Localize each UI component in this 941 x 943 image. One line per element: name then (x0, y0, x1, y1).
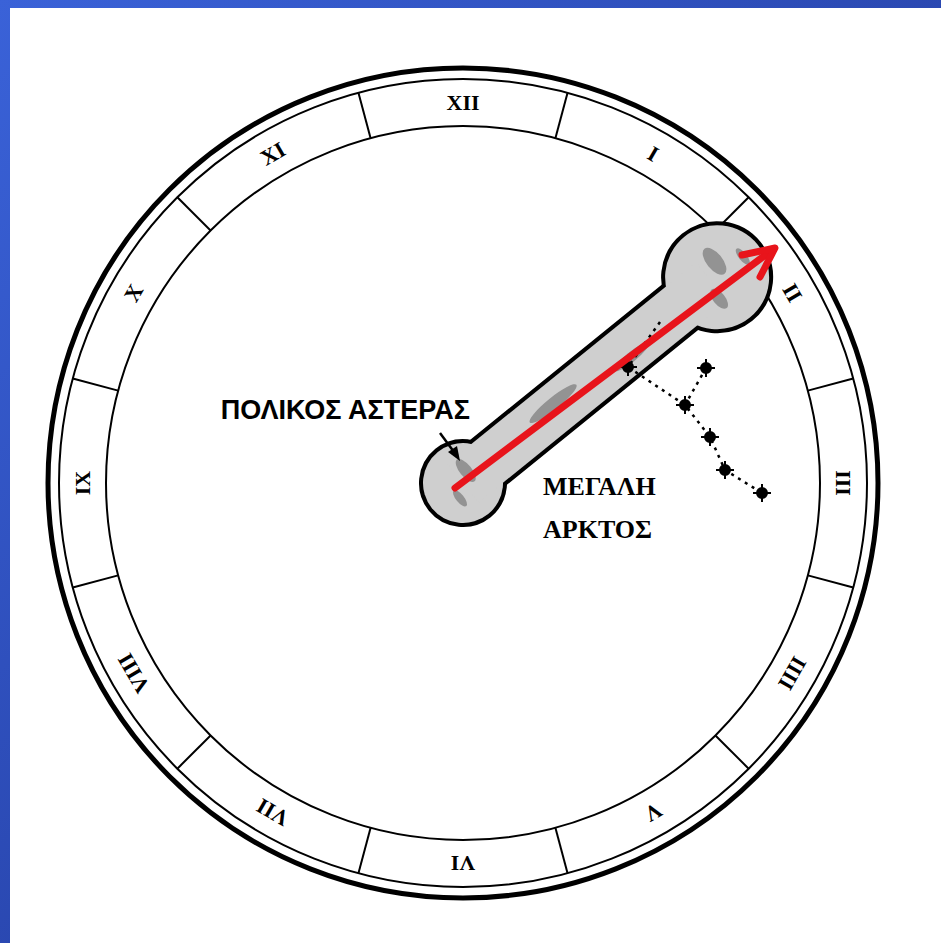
leader-line (440, 433, 454, 452)
star-name: ΠΟΛΙΚΟΣ ΑΣΤΕΡΑΣ (221, 396, 470, 426)
divider-tick (715, 735, 748, 768)
constellation-line (685, 368, 706, 405)
hour-numeral: VII (253, 794, 293, 830)
divider-tick (808, 378, 853, 390)
numeral-ring-outer (59, 79, 867, 887)
divider-tick (808, 575, 853, 587)
clock-face (48, 68, 878, 898)
hour-numeral: VI (451, 852, 475, 874)
hour-numeral: X (120, 281, 147, 306)
divider-tick (177, 735, 210, 768)
hour-numeral: IX (72, 471, 94, 495)
slide-ground (10, 8, 941, 943)
divider-tick (73, 575, 118, 587)
divider-tick (555, 93, 567, 138)
hour-numeral: XII (446, 92, 479, 114)
divider-tick (73, 378, 118, 390)
hour-numeral: I (644, 142, 662, 165)
hour-numeral: XI (257, 138, 289, 169)
constellation-name: ΜΕΓΑΛΗ ΑΡΚΤΟΣ (543, 466, 718, 552)
hour-numeral: II (778, 280, 806, 306)
divider-tick (358, 828, 370, 873)
hour-numeral: III (832, 470, 854, 496)
hour-numeral: VIII (114, 649, 154, 696)
polaris-pointer (440, 433, 460, 461)
divider-tick (358, 93, 370, 138)
divider-tick (177, 197, 210, 230)
arrow-shaft (455, 250, 772, 488)
leader-head (448, 446, 460, 461)
divider-tick (555, 828, 567, 873)
constellation-line (628, 322, 762, 493)
texture-blot (451, 488, 470, 509)
numeral-ring-inner (106, 126, 820, 840)
red-arrow (455, 248, 775, 488)
arrow-head (742, 248, 775, 277)
hour-numeral: V (641, 799, 666, 826)
outer-ring (48, 68, 878, 898)
hour-numeral: IIII (774, 653, 810, 694)
texture-blot (698, 244, 731, 279)
hour-dividers (73, 93, 853, 873)
